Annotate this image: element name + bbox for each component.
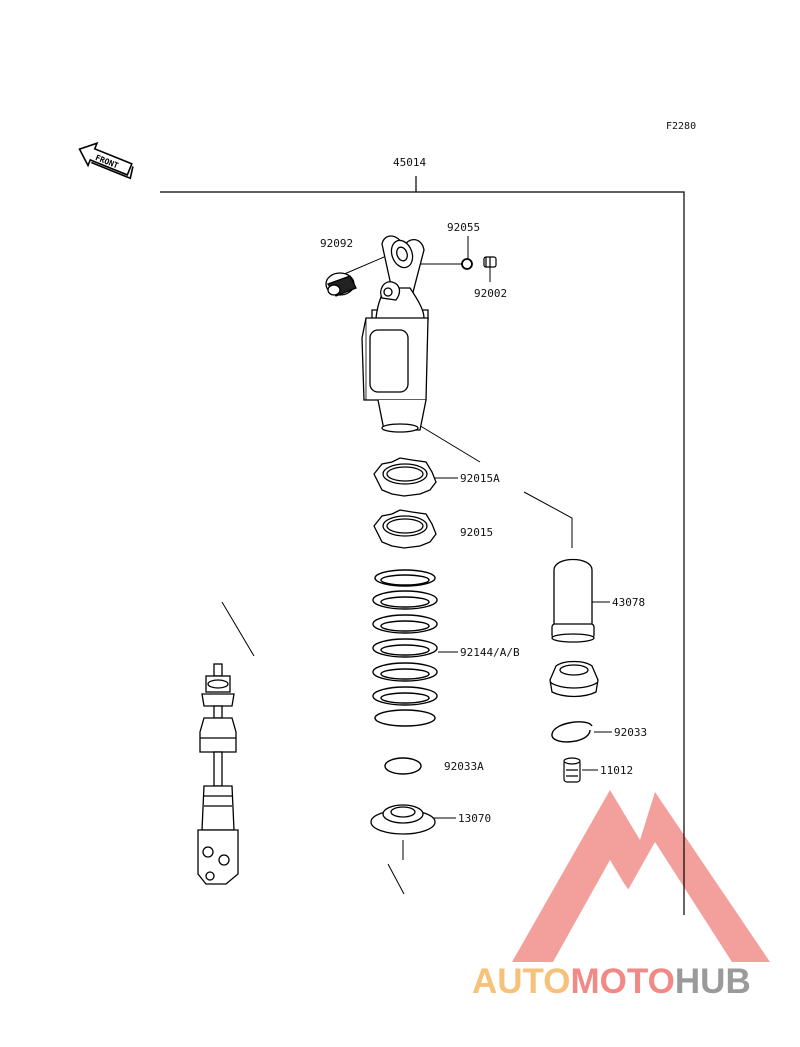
label-92092: 92092 — [320, 237, 353, 250]
bumper-43078 — [551, 558, 595, 643]
label-92144: 92144/A/B — [460, 646, 520, 659]
spring-92144 — [372, 569, 438, 727]
circlip-92033 — [551, 721, 593, 743]
spring-seat-13070 — [370, 804, 436, 835]
assembly-bracket — [160, 176, 685, 915]
bolt-92002 — [483, 256, 497, 268]
label-92015A: 92015A — [460, 472, 500, 485]
label-13070: 13070 — [458, 812, 491, 825]
shock-absorber-body — [361, 235, 429, 433]
damper-rod-assembly — [197, 663, 239, 885]
watermark-logo-triangle — [512, 790, 770, 962]
circlip-92033A — [384, 757, 422, 775]
cap-part — [549, 660, 599, 698]
watermark-auto: AUTO — [472, 962, 571, 1001]
watermark-text: AUTOMOTOHUB — [472, 962, 751, 1002]
front-arrow-icon: FRONT — [78, 141, 134, 180]
bushing-92092 — [325, 272, 357, 297]
diagram-code: F2280 — [666, 121, 696, 132]
label-assembly-45014: 45014 — [393, 156, 426, 169]
label-92015: 92015 — [460, 526, 493, 539]
watermark-hub: HUB — [674, 962, 751, 1001]
label-11012: 11012 — [600, 764, 633, 777]
label-92055: 92055 — [447, 221, 480, 234]
oring-92055 — [461, 258, 473, 270]
label-92033: 92033 — [614, 726, 647, 739]
label-92033A: 92033A — [444, 760, 484, 773]
watermark-moto: MOTO — [570, 962, 675, 1001]
label-43078: 43078 — [612, 596, 645, 609]
leader-lines — [221, 236, 612, 895]
part-11012 — [563, 757, 581, 783]
nut-92015A — [373, 457, 437, 497]
label-92002: 92002 — [474, 287, 507, 300]
nut-92015 — [373, 509, 437, 549]
